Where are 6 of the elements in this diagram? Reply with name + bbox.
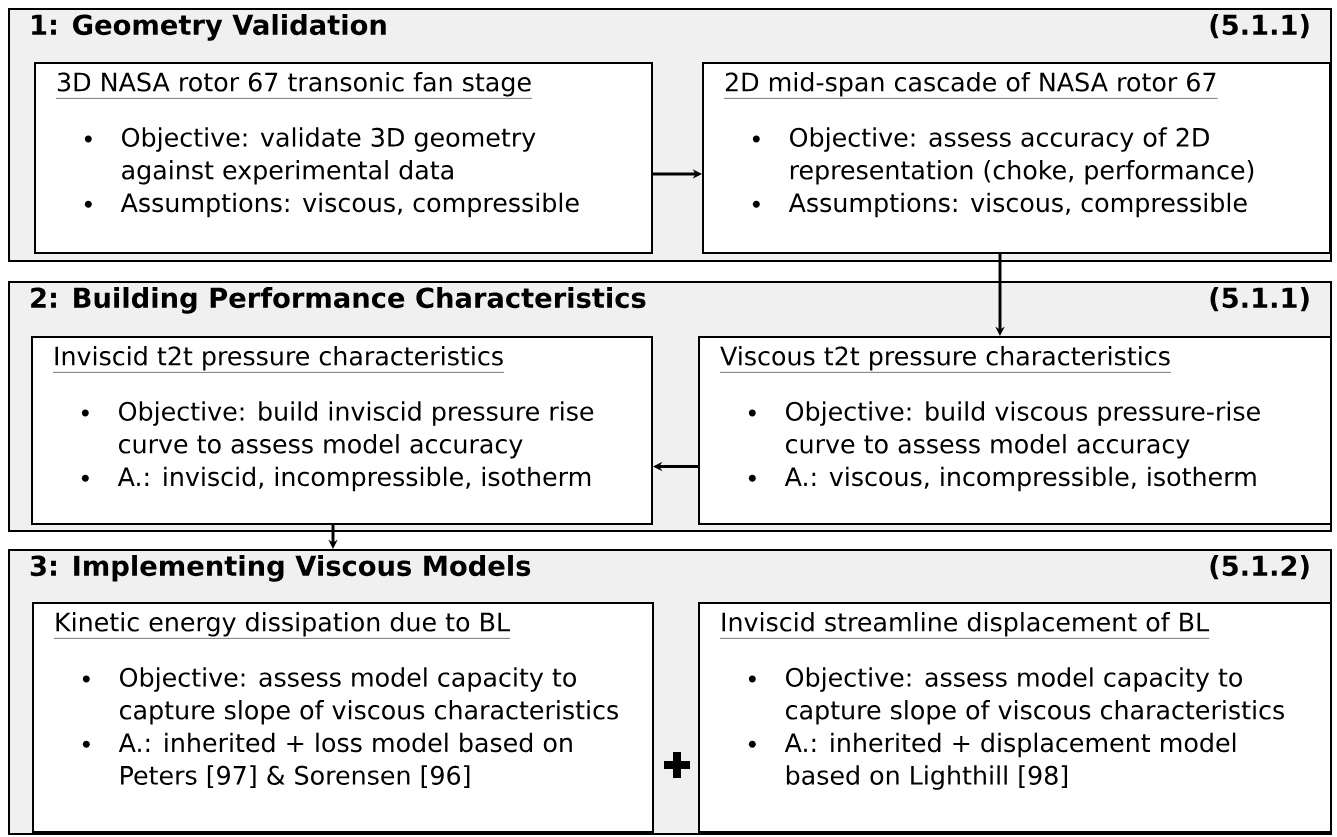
- task-box: Inviscid streamline displacement of BL Objective: assess model capacity to capture slope of viscous characteristics A.: inherited + displacement model based on Lighthill [98]: [698, 602, 1332, 833]
- task-box: Viscous t2t pressure characteristics Objective: build viscous pressure-rise curve to assess model accuracy A.: viscous, incompressible, isotherm: [698, 336, 1332, 525]
- task-box: 3D NASA rotor 67 transonic fan stage Objective: validate 3D geometry against experimental data Assumptions: viscous, compressible: [34, 62, 653, 254]
- task-box: Kinetic energy dissipation due to BL Objective: assess model capacity to capture slope of viscous characteristics A.: inherited + loss model based on Peters [97] & Sorensen [96]: [32, 602, 654, 833]
- task-box: 2D mid-span cascade of NASA rotor 67 Objective: assess accuracy of 2D representation (choke, performance) Assumptions: viscous, compressible: [702, 62, 1331, 254]
- task-box: Inviscid t2t pressure characteristics Objective: build inviscid pressure rise curve to assess model accuracy A.: inviscid, incompressible, isotherm: [31, 336, 653, 525]
